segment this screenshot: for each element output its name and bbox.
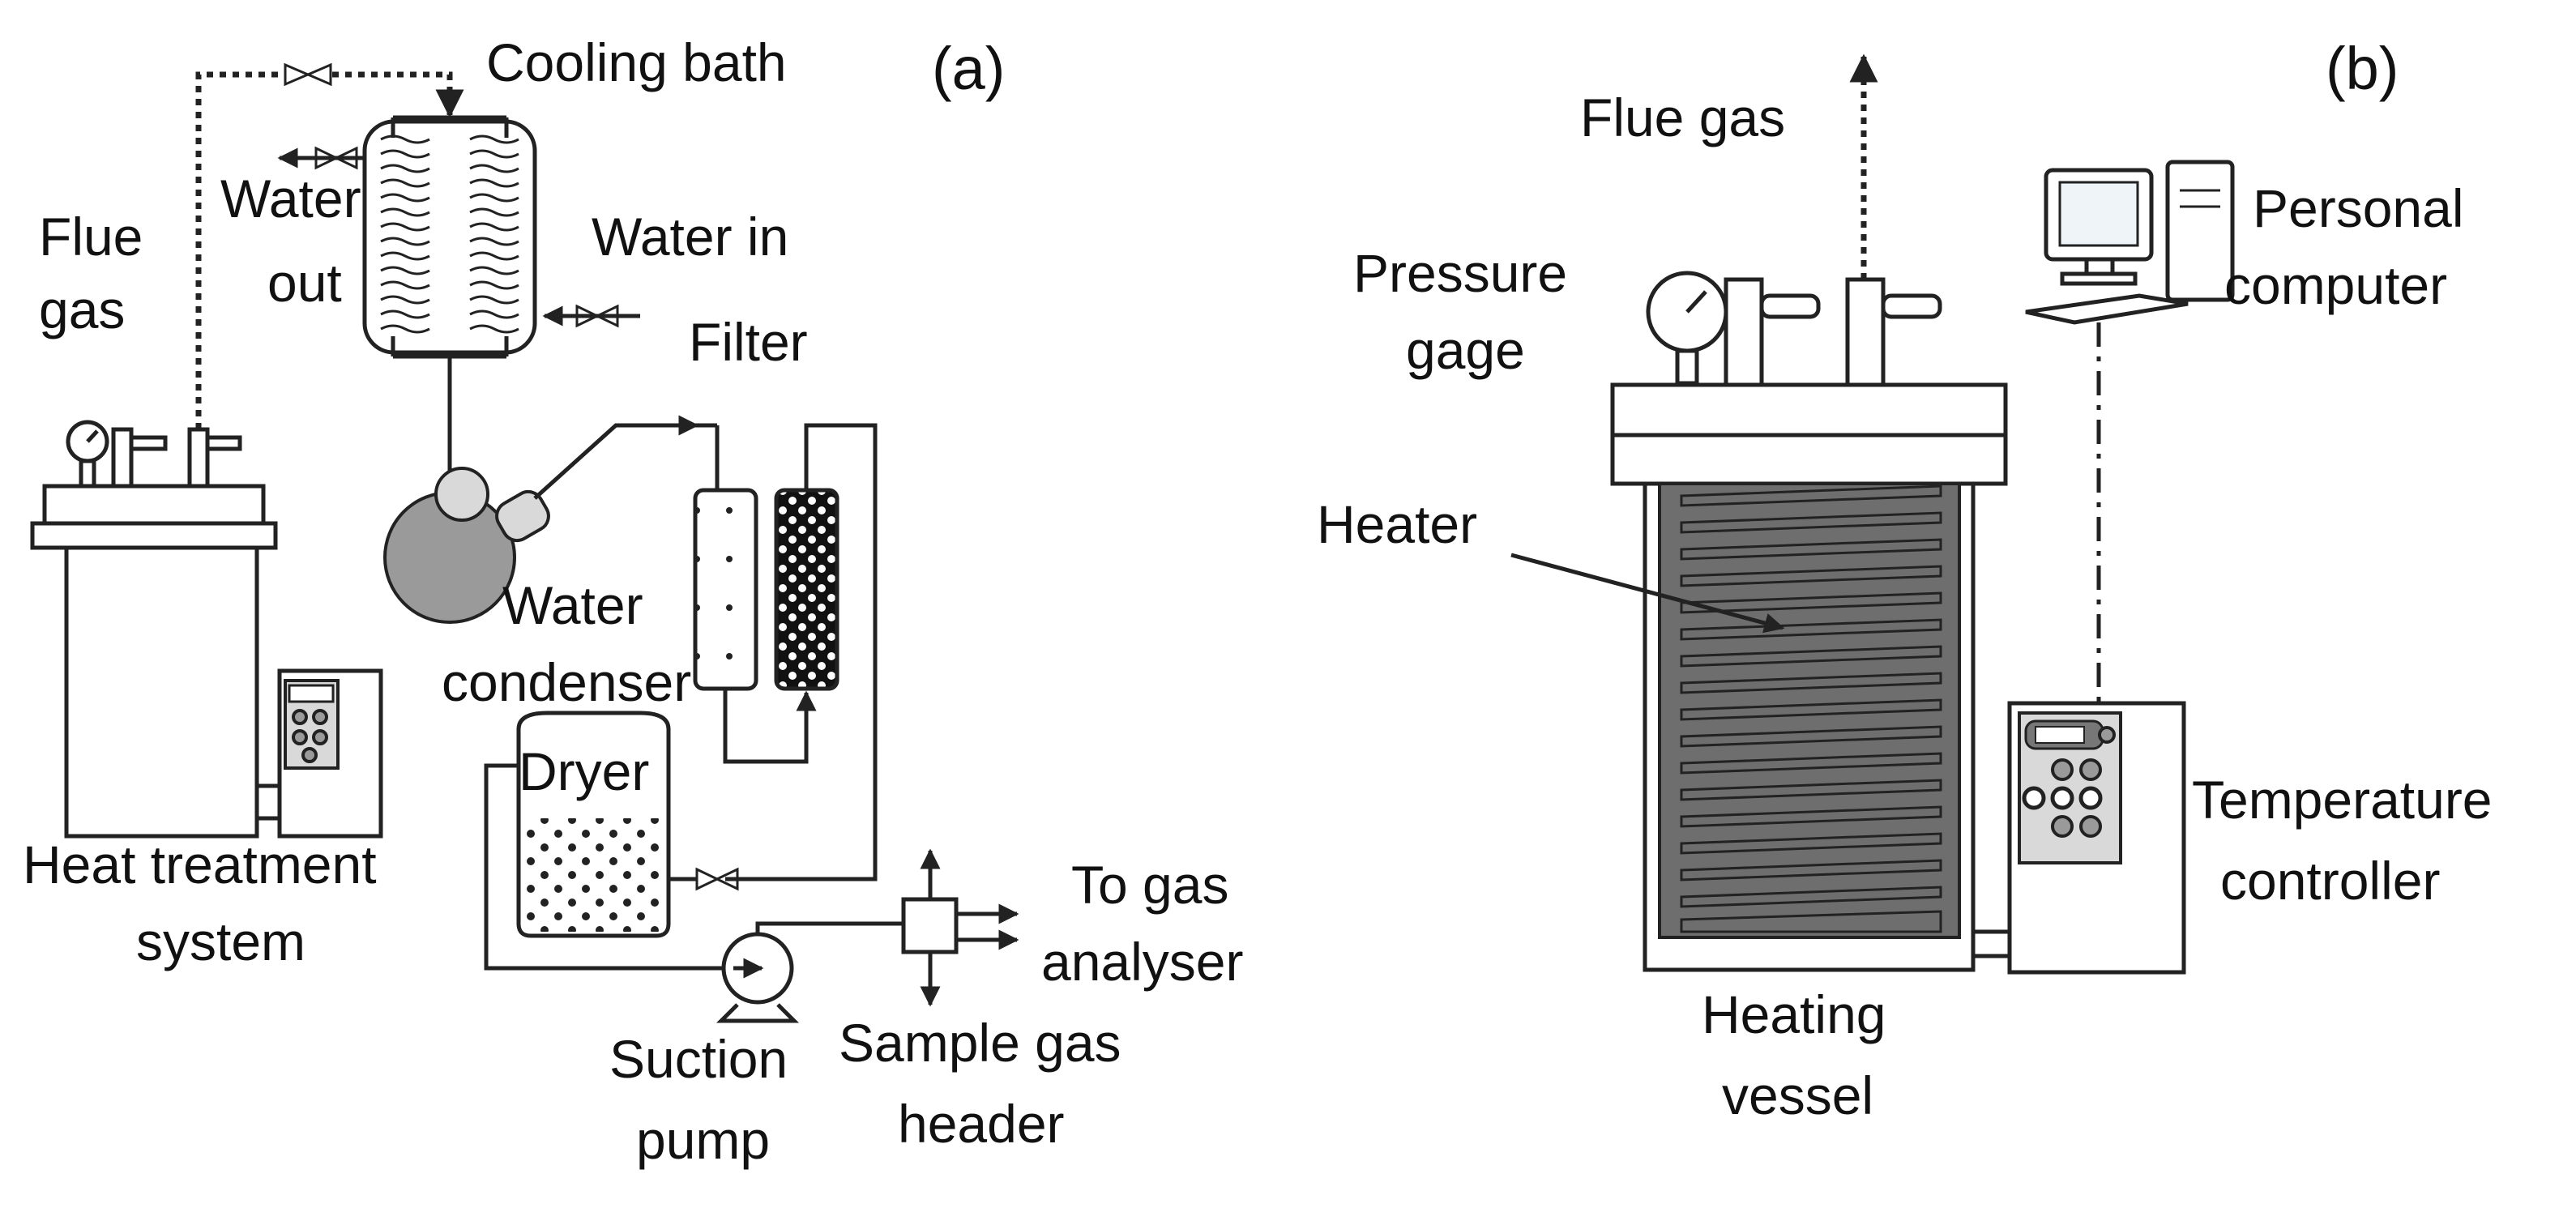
heating-vessel-label-line2: vessel [1722,1065,1873,1125]
suction-pump-label-line2: pump [636,1110,770,1170]
cooling-bath [277,115,640,359]
flue-gas-label-line2: gas [39,280,125,339]
flue-gas-label: Flue gas [1580,88,1785,147]
heat-treatment-label-line2: system [136,911,305,971]
heater-coil [1680,484,1942,933]
vessel-lid-fittings [1646,271,1942,387]
panel-b: (b) Flue gas Pressure gage Personal comp… [1317,35,2493,1125]
filter [669,423,878,891]
temperature-controller-label-line1: Temperature [2192,770,2493,830]
heater-label: Heater [1317,494,1477,554]
flue-gas-label-line1: Flue [39,207,143,267]
water-in-label: Water in [592,207,788,267]
to-gas-analyser-label-line1: To gas [1071,855,1228,915]
to-gas-analyser-label-line2: analyser [1041,932,1243,992]
water-out-label-line1: Water [220,169,361,228]
personal-computer-label-line1: Personal [2253,178,2464,238]
valve-icon [284,62,332,87]
personal-computer-label-line2: computer [2224,255,2447,315]
sample-gas-header-label-line2: header [898,1094,1065,1154]
heater-pointer [1510,553,1785,634]
panel-a: (a) Cooling bath Flue gas Water out Wate… [23,32,1243,1170]
water-condenser [383,356,699,624]
pressure-gage-label-line1: Pressure [1353,243,1567,303]
panel-b-label: (b) [2326,35,2399,102]
filter-label: Filter [689,312,808,372]
water-condenser-label-line2: condenser [442,652,691,712]
temperature-controller-label-line2: controller [2220,851,2440,911]
water-out-label-line2: out [267,253,342,313]
cooling-bath-label: Cooling bath [486,32,787,92]
flue-gas-line [195,71,284,429]
sample-gas-header [901,848,1019,1007]
heat-treatment-vessel [30,420,282,839]
dryer [484,711,733,971]
water-condenser-label-line1: Water [502,575,643,635]
sample-gas-header-label-line1: Sample gas [839,1013,1121,1073]
pressure-gage-label-line2: gage [1406,320,1525,380]
heating-vessel [1510,382,2012,972]
temperature-controller-b [2007,701,2186,975]
heating-vessel-label-line1: Heating [1702,984,1886,1044]
personal-computer [2025,160,2235,325]
heat-treatment-label-line1: Heat treatment [23,835,377,894]
dryer-label: Dryer [519,741,649,801]
suction-pump [716,921,904,1023]
temperature-controller-a [277,668,383,839]
suction-pump-label-line1: Suction [609,1029,788,1089]
panel-a-label: (a) [932,35,1005,102]
